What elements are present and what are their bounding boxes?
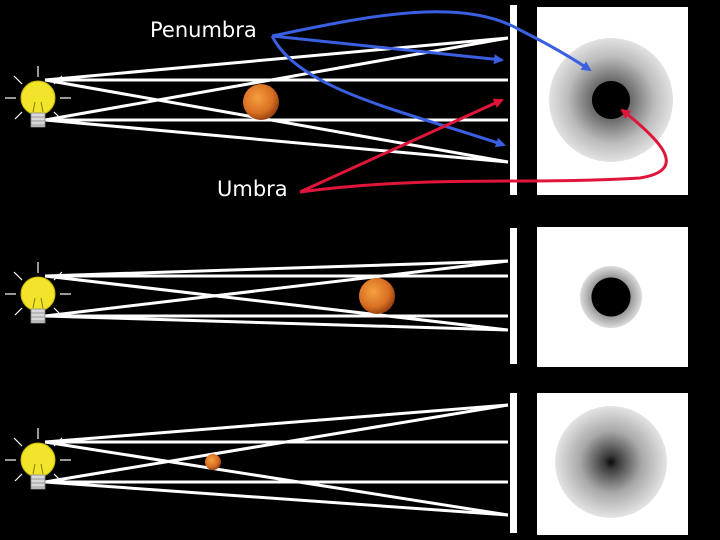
scene-1-bulb-icon [5, 66, 71, 128]
scene-2-bulb-icon [5, 262, 71, 324]
scene-1 [5, 5, 688, 195]
scene-1-wall [510, 5, 517, 195]
scene-3 [5, 393, 688, 535]
scene-3-rays [44, 403, 509, 517]
scene-1-planet [243, 84, 279, 120]
penumbra-arrows [270, 10, 592, 148]
penumbra-arrow-to-shadow [271, 10, 592, 72]
scene-3-bulb-icon [5, 428, 71, 490]
scene-2-wall [510, 228, 517, 364]
scene-1-shadow-panel [537, 7, 688, 195]
scene-3-planet [205, 454, 221, 470]
scene-3-shadow-panel [537, 393, 688, 535]
scene-2-rays [44, 259, 509, 332]
umbra-arrows [299, 98, 668, 194]
penumbra-arrow-to-upper-ray [271, 34, 504, 65]
penumbra-arrow-to-lower-ray [270, 35, 506, 148]
umbra-arrow-to-ray [299, 98, 504, 194]
penumbra-label: Penumbra [150, 18, 257, 42]
umbra-label: Umbra [217, 177, 288, 201]
umbra-arrow-to-shadow [299, 108, 668, 194]
scene-3-wall [510, 393, 517, 533]
scene-1-rays [44, 36, 509, 164]
scene-2-planet [359, 278, 395, 314]
scene-2-shadow-panel [537, 227, 688, 367]
scene-2 [5, 227, 688, 367]
